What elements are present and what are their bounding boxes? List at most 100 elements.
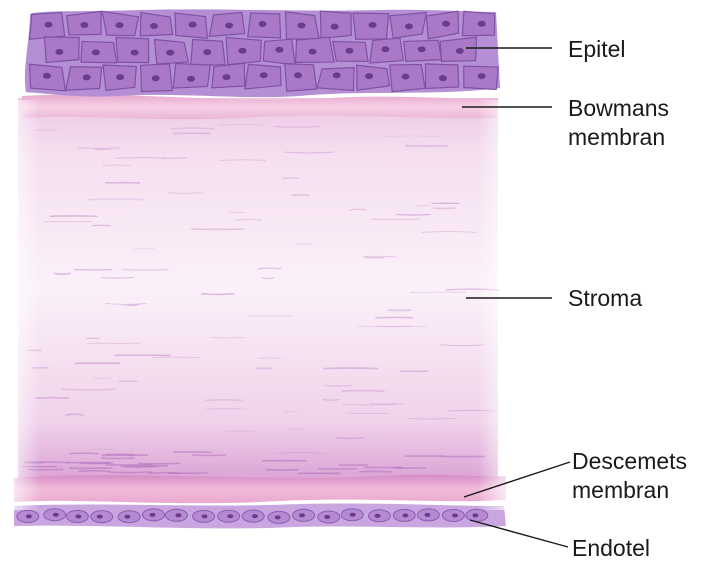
stroma-fiber	[324, 385, 352, 386]
stroma-fiber	[335, 438, 365, 439]
cell-nucleus	[55, 49, 63, 55]
cell-nucleus	[402, 513, 408, 517]
cell-nucleus	[152, 75, 160, 81]
stroma-fiber	[256, 368, 272, 369]
descemets-label-line1: Descemets	[572, 447, 687, 476]
cell-nucleus	[478, 73, 486, 79]
stroma-fiber	[168, 193, 203, 194]
descemets-membrane-layer	[14, 475, 506, 504]
cell-nucleus	[203, 49, 211, 55]
stroma-fiber	[54, 273, 71, 274]
cell-nucleus	[402, 73, 410, 79]
cell-nucleus	[418, 46, 426, 52]
cell-nucleus	[189, 22, 197, 28]
cell-nucleus	[187, 76, 195, 82]
epithelial-cell	[116, 37, 149, 62]
cell-nucleus	[238, 48, 246, 54]
cell-nucleus	[275, 47, 283, 53]
stroma-label-text: Stroma	[568, 284, 642, 313]
cell-nucleus	[124, 515, 130, 519]
cell-nucleus	[92, 49, 100, 55]
cell-nucleus	[53, 513, 59, 517]
stroma-fiber	[259, 358, 282, 359]
endotel-label: Endotel	[572, 534, 650, 563]
stroma-fiber	[88, 199, 144, 200]
stroma-fiber	[282, 178, 299, 179]
stroma-fiber	[365, 257, 385, 258]
stroma-fiber	[261, 278, 274, 279]
stroma-fiber	[359, 471, 392, 472]
epithelium-cells	[29, 11, 498, 92]
cell-nucleus	[381, 46, 389, 52]
cell-nucleus	[331, 24, 339, 30]
cell-nucleus	[150, 23, 158, 29]
cell-nucleus	[97, 515, 103, 519]
stroma-fiber	[61, 389, 116, 390]
epithelial-cell	[357, 65, 390, 90]
cell-nucleus	[294, 72, 302, 78]
cell-nucleus	[472, 513, 478, 517]
epitel-label-text: Epitel	[568, 35, 626, 64]
cell-nucleus	[222, 74, 230, 80]
cell-nucleus	[259, 21, 267, 27]
cell-nucleus	[333, 72, 341, 78]
cell-nucleus	[252, 514, 258, 518]
cell-nucleus	[452, 513, 458, 517]
cell-nucleus	[131, 49, 139, 55]
stroma-layer	[18, 98, 498, 478]
cell-nucleus	[350, 513, 356, 517]
cell-nucleus	[260, 72, 268, 78]
stroma-fiber	[342, 391, 385, 392]
cell-nucleus	[175, 513, 181, 517]
cell-nucleus	[456, 48, 464, 54]
stroma-fiber	[397, 214, 431, 215]
descemets-membran-label: Descemets membran	[572, 447, 687, 505]
cell-nucleus	[80, 22, 88, 28]
cell-nucleus	[116, 74, 124, 80]
stroma-fiber	[121, 466, 158, 467]
stroma-fiber	[109, 472, 152, 473]
epithelial-cell	[317, 68, 354, 91]
stroma-label: Stroma	[568, 284, 642, 313]
stroma-fiber	[205, 400, 242, 401]
descemets-label-line2: membran	[572, 476, 687, 505]
cell-nucleus	[166, 50, 174, 56]
cell-nucleus	[83, 74, 91, 80]
stroma-fiber	[78, 471, 110, 472]
stroma-fiber	[286, 429, 304, 430]
cell-nucleus	[375, 514, 381, 518]
cell-nucleus	[43, 73, 51, 79]
epitel-label: Epitel	[568, 35, 626, 64]
cell-nucleus	[297, 23, 305, 29]
cell-nucleus	[365, 73, 373, 79]
cell-nucleus	[309, 49, 317, 55]
stroma-fiber	[138, 463, 180, 464]
endotel-leader-line	[470, 520, 568, 547]
cell-nucleus	[405, 23, 413, 29]
cell-nucleus	[424, 513, 430, 517]
cell-nucleus	[324, 515, 330, 519]
cell-nucleus	[26, 514, 32, 518]
cell-nucleus	[45, 22, 53, 28]
cell-nucleus	[227, 514, 233, 518]
cell-nucleus	[275, 515, 281, 519]
bowmans-label-line1: Bowmans	[568, 94, 669, 123]
cell-nucleus	[439, 75, 447, 81]
cell-nucleus	[442, 21, 450, 27]
cell-nucleus	[202, 514, 208, 518]
stroma-fiber	[94, 378, 112, 379]
cell-nucleus	[345, 48, 353, 54]
bowmans-label-line2: membran	[568, 123, 669, 152]
cell-nucleus	[299, 513, 305, 517]
cell-nucleus	[75, 514, 81, 518]
cell-nucleus	[478, 21, 486, 27]
stroma-fiber	[235, 219, 262, 220]
stroma-fiber	[171, 128, 214, 129]
bowmans-membran-label: Bowmans membran	[568, 94, 669, 152]
cell-nucleus	[225, 23, 233, 29]
cell-nucleus	[116, 22, 124, 28]
stroma-fiber	[173, 452, 211, 453]
cell-nucleus	[369, 22, 377, 28]
cell-nucleus	[149, 513, 155, 517]
